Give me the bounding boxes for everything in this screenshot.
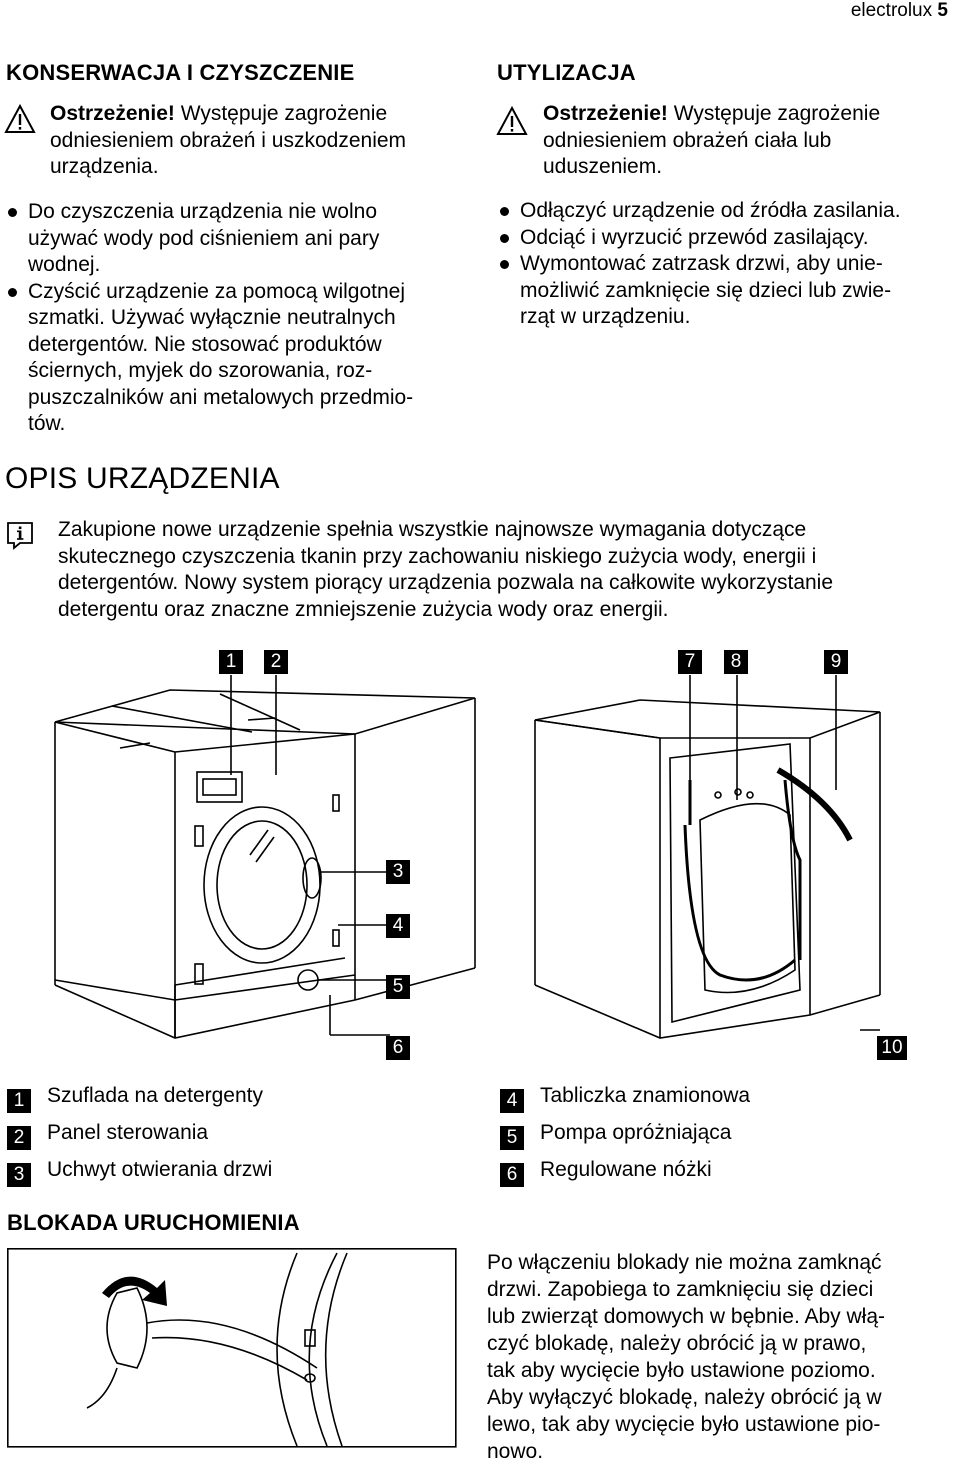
callout-8: 8 (724, 650, 748, 674)
callout-9: 9 (824, 650, 848, 674)
brand-name: electrolux (850, 0, 933, 21)
paragraph-line: drzwi. Zapobiega to zamknięciu się dziec… (487, 1278, 874, 1301)
rotate-arrow-icon (102, 1276, 167, 1306)
section-title-konserwacja: KONSERWACJA I CZYSZCZENIE (6, 60, 355, 85)
list-line: rząt w urządzeniu. (520, 305, 691, 328)
legend-left: 1 Szuflada na detergenty 2 Panel sterowani… (7, 1084, 447, 1195)
page-header: electrolux 5 (851, 0, 948, 22)
door (203, 806, 321, 964)
list-line: używać wody pod ciśnieniem ani pary (28, 226, 380, 250)
warning-konserwacja: Ostrzeżenie! Występuje zagrożenie odnies… (50, 101, 470, 181)
list-item: Wymontować zatrzask drzwi, aby unie- moż… (498, 251, 953, 331)
paragraph-line: Aby wyłączyć blokadę, należy obrócić ją … (487, 1386, 882, 1409)
rear-door-outline (699, 802, 796, 994)
paragraph-line: Po włączeniu blokady nie można zamknąć (487, 1251, 882, 1274)
warning-text: Występuje zagrożenie (174, 102, 388, 125)
paragraph-line: lub zwierząt domowych w bębnie. Aby włą- (487, 1305, 886, 1328)
list-line: Do czyszczenia urządzenia nie wolno (28, 200, 378, 223)
warning-text: urządzenia. (50, 155, 159, 178)
legend-label: Pompa opróżniająca (540, 1121, 732, 1144)
list-line: detergentów. Nie stosować produktów (28, 332, 382, 356)
callout-6: 6 (386, 1036, 410, 1060)
list-line: tów. (28, 412, 66, 435)
legend-label: Uchwyt otwierania drzwi (47, 1158, 273, 1181)
legend-number: 4 (500, 1089, 524, 1113)
info-line: Zakupione nowe urządzenie spełnia wszyst… (58, 518, 807, 541)
info-line: detergentów. Nowy system piorący urządze… (58, 571, 834, 594)
warning-text: uduszeniem. (543, 155, 663, 178)
legend-item: 4 Tabliczka znamionowa (500, 1084, 940, 1121)
list-line: Czyścić urządzenie za pomocą wilgotnej (28, 279, 406, 303)
paragraph-line: czyć blokadę, należy obrócić ją w prawo, (487, 1332, 867, 1355)
warning-text: odniesieniem obrażeń i uszkodzeniem (50, 128, 407, 152)
legend-number: 6 (500, 1163, 524, 1187)
bullet-list-utylizacja: Odłączyć urządzenie od źródła zasilania.… (498, 198, 953, 331)
section-title-opis: OPIS URZĄDZENIA (5, 462, 280, 495)
blokada-paragraph: Po włączeniu blokady nie można zamknąć d… (487, 1249, 947, 1465)
list-item: Odciąć i wyrzucić przewód zasilający. (498, 225, 953, 252)
callout-10: 10 (877, 1036, 907, 1060)
door-handle (302, 857, 322, 899)
warning-icon (496, 106, 528, 135)
list-line: ściernych, myjek do szorowania, roz- (28, 359, 373, 382)
legend-label: Tabliczka znamionowa (540, 1084, 751, 1107)
list-item: Do czyszczenia urządzenia nie wolno używ… (6, 199, 476, 279)
info-icon (7, 522, 33, 550)
legend-number: 5 (500, 1126, 524, 1150)
lock-knob (106, 1287, 148, 1369)
legend-number: 2 (7, 1126, 31, 1150)
paragraph-line: lewo, tak aby wycięcie było ustawione pi… (487, 1413, 881, 1436)
paragraph-line: nowo. (487, 1440, 544, 1463)
warning-utylizacja: Ostrzeżenie! Występuje zagrożenie odnies… (543, 101, 953, 181)
info-line: skutecznego czyszczenia tkanin przy zach… (58, 544, 817, 568)
callout-7: 7 (678, 650, 702, 674)
info-line: detergentu oraz znaczne zmniejszenie zuż… (58, 597, 669, 621)
list-line: szmatki. Używać wyłącznie neutralnych (28, 306, 396, 329)
info-paragraph: Zakupione nowe urządzenie spełnia wszyst… (58, 517, 948, 623)
warning-icon (4, 104, 36, 133)
paragraph-line: tak aby wycięcie było ustawione poziomo. (487, 1359, 876, 1382)
legend-label: Panel sterowania (47, 1121, 209, 1144)
legend-label: Szuflada na detergenty (47, 1084, 263, 1107)
list-item: Czyścić urządzenie za pomocą wilgotnej s… (6, 279, 476, 438)
legend-right: 4 Tabliczka znamionowa 5 Pompa opróżniając… (500, 1084, 940, 1195)
legend-item: 2 Panel sterowania (7, 1121, 447, 1158)
callout-4: 4 (386, 914, 410, 938)
warning-text: Występuje zagrożenie (667, 102, 881, 125)
legend-item: 3 Uchwyt otwierania drzwi (7, 1158, 447, 1195)
list-line: możliwić zamknięcie się dzieci lub zwie- (520, 278, 892, 302)
callout-1: 1 (219, 650, 243, 674)
list-line: Odciąć i wyrzucić przewód zasilający. (520, 225, 869, 249)
warning-label: Ostrzeżenie! (50, 102, 175, 125)
power-hose (683, 824, 796, 982)
list-line: Odłączyć urządzenie od źródła zasilania. (520, 199, 901, 222)
legend-label: Regulowane nóżki (540, 1158, 712, 1181)
list-line: wodnej. (28, 253, 101, 276)
front-machine-top (54, 689, 476, 735)
callout-5: 5 (386, 975, 410, 999)
warning-text: odniesieniem obrażeń ciała lub (543, 128, 832, 152)
callout-3: 3 (386, 860, 410, 884)
child-lock-illustration (7, 1248, 457, 1448)
detergent-drawer (196, 771, 243, 803)
list-line: Wymontować zatrzask drzwi, aby unie- (520, 252, 883, 275)
page-number: 5 (937, 0, 948, 21)
rear-machine-top (534, 699, 881, 739)
section-title-blokada: BLOKADA URUCHOMIENIA (7, 1210, 300, 1235)
section-title-utylizacja: UTYLIZACJA (497, 60, 636, 85)
callout-2: 2 (264, 650, 288, 674)
legend-number: 1 (7, 1089, 31, 1113)
legend-item: 6 Regulowane nóżki (500, 1158, 940, 1195)
legend-number: 3 (7, 1163, 31, 1187)
warning-label: Ostrzeżenie! (543, 102, 668, 125)
list-line: puszczalników ani metalowych przedmio- (28, 385, 414, 409)
legend-item: 5 Pompa opróżniająca (500, 1121, 940, 1158)
inlet-hose (776, 767, 853, 842)
appliance-illustration (54, 675, 881, 1039)
legend-item: 1 Szuflada na detergenty (7, 1084, 447, 1121)
list-item: Odłączyć urządzenie od źródła zasilania. (498, 198, 953, 225)
bullet-list-konserwacja: Do czyszczenia urządzenia nie wolno używ… (6, 199, 476, 438)
